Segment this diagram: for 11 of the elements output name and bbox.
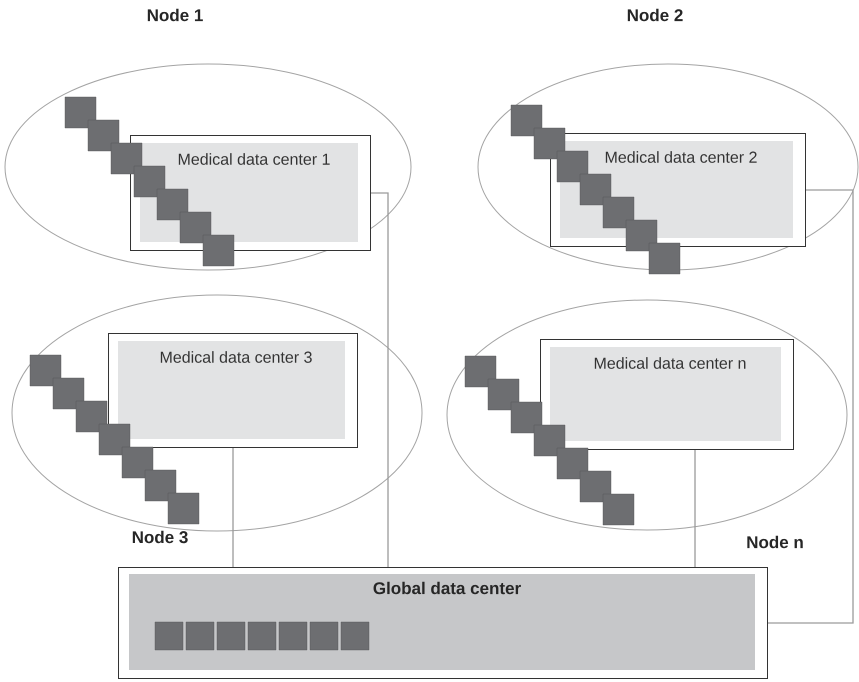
connector-line [768,189,854,624]
node-label: Node 1 [148,8,203,22]
data-center-box: Medical data center n [540,339,794,450]
connector-line [232,448,234,567]
node-label: Node 3 [132,530,188,544]
global-data-center-box: Global data center [118,567,768,679]
node-label: Node n [747,536,803,548]
connector-line [371,192,389,567]
data-center-box: Medical data center 3 [108,333,358,448]
connector-line [694,450,696,567]
node-label: Node 2 [628,8,683,22]
